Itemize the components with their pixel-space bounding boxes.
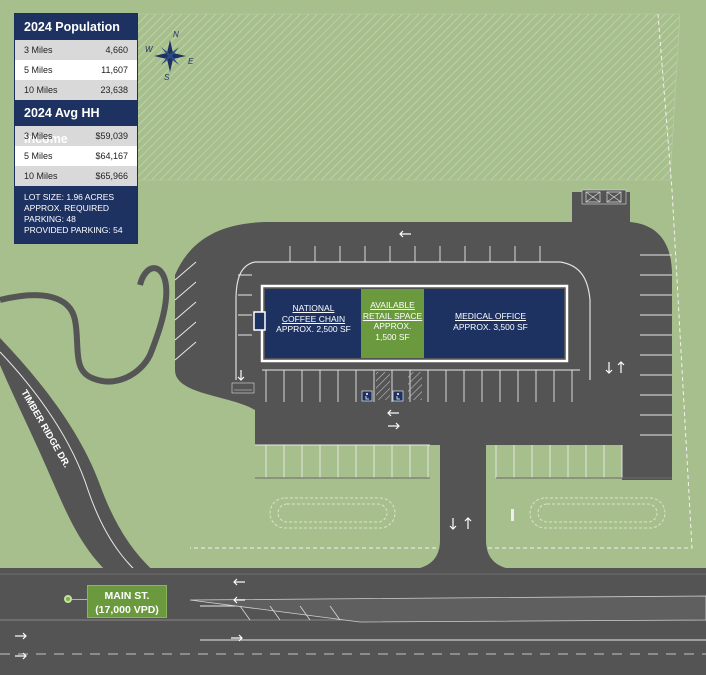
population-title: 2024 Population	[15, 14, 137, 40]
income-radius: 5 Miles	[24, 151, 53, 161]
tenant-coffee-name-2: COFFEE CHAIN	[281, 313, 346, 324]
winding-path	[0, 265, 170, 385]
tenant-medical-size: APPROX. 3,500 SF	[453, 321, 528, 332]
population-row: 10 Miles 23,638	[15, 80, 137, 100]
required-parking-count: PARKING: 48	[24, 214, 76, 224]
lot-info: LOT SIZE: 1.96 ACRES APPROX. REQUIRED PA…	[15, 186, 137, 243]
income-radius: 3 Miles	[24, 131, 53, 141]
tenant-medical-label: MEDICAL OFFICE APPROX. 3,500 SF	[424, 311, 557, 332]
income-title: 2024 Avg HH Income	[15, 100, 137, 146]
main-street-name: MAIN ST.	[104, 590, 150, 602]
timber-ridge-road	[0, 338, 200, 600]
income-row: 3 Miles $59,039	[15, 126, 137, 146]
main-street-marker-dot	[64, 595, 72, 603]
income-radius: 10 Miles	[24, 171, 58, 181]
main-street-leader-line	[70, 599, 88, 600]
required-parking-text: APPROX. REQUIRED	[24, 203, 110, 213]
accessible-parking-icon	[361, 390, 373, 402]
compass-north: N	[173, 30, 179, 39]
compass-rose-icon: N W E S	[145, 30, 194, 82]
tenant-available-block	[361, 289, 424, 358]
tenant-available-size-2: 1,500 SF	[375, 331, 410, 342]
lot-size-text: LOT SIZE: 1.96 ACRES	[24, 192, 115, 202]
demographics-panel: 2024 Population 3 Miles 4,660 5 Miles 11…	[15, 14, 137, 243]
income-value: $59,039	[95, 131, 128, 141]
tenant-coffee-label: NATIONAL COFFEE CHAIN APPROX. 2,500 SF	[266, 303, 361, 335]
main-street-traffic: (17,000 VPD)	[95, 604, 159, 616]
population-value: 4,660	[105, 45, 128, 55]
tenant-available-label: AVAILABLE RETAIL SPACE APPROX. 1,500 SF	[361, 300, 424, 342]
population-value: 23,638	[100, 85, 128, 95]
tenant-coffee-name-1: NATIONAL	[292, 303, 335, 313]
tenant-medical-name: MEDICAL OFFICE	[455, 311, 526, 321]
income-value: $65,966	[95, 171, 128, 181]
tenant-available-size-1: APPROX.	[373, 321, 412, 331]
compass-east: E	[188, 57, 194, 66]
income-row: 10 Miles $65,966	[15, 166, 137, 186]
income-value: $64,167	[95, 151, 128, 161]
main-street-label: MAIN ST. (17,000 VPD)	[87, 585, 167, 618]
accessible-parking-icon	[392, 390, 404, 402]
population-radius: 10 Miles	[24, 85, 58, 95]
compass-west: W	[145, 45, 154, 54]
provided-parking-text: PROVIDED PARKING: 54	[24, 225, 123, 235]
tenant-medical-block	[424, 289, 564, 358]
traffic-arrow-icon	[15, 230, 625, 660]
population-radius: 3 Miles	[24, 45, 53, 55]
tenant-available-name-2: RETAIL SPACE	[362, 310, 423, 321]
population-row: 3 Miles 4,660	[15, 40, 137, 60]
tenant-coffee-size: APPROX. 2,500 SF	[276, 324, 351, 334]
tenant-coffee-block	[265, 289, 361, 358]
population-radius: 5 Miles	[24, 65, 53, 75]
parking-lot	[175, 192, 672, 552]
population-value: 11,607	[101, 65, 128, 75]
income-row: 5 Miles $64,167	[15, 146, 137, 166]
population-row: 5 Miles 11,607	[15, 60, 137, 80]
hatched-undeveloped-area	[136, 13, 681, 181]
compass-south: S	[164, 73, 170, 82]
tenant-available-name-1: AVAILABLE	[370, 300, 415, 310]
